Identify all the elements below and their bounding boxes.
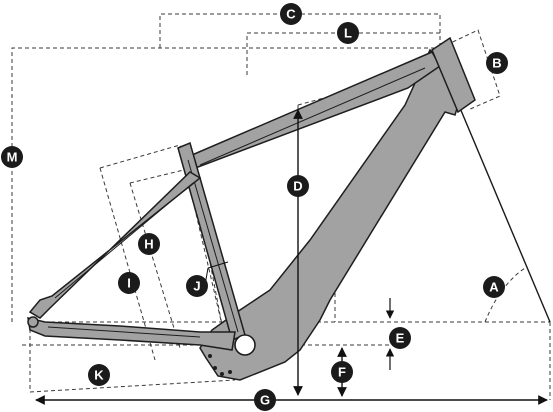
callout-b: B bbox=[486, 52, 508, 74]
svg-text:M: M bbox=[7, 150, 18, 165]
callout-k: K bbox=[88, 364, 110, 386]
callout-i: I bbox=[118, 272, 140, 294]
rear-dropout bbox=[27, 316, 39, 328]
callout-a: A bbox=[483, 276, 505, 298]
svg-text:K: K bbox=[94, 368, 104, 383]
callout-f: F bbox=[331, 361, 353, 383]
svg-text:D: D bbox=[293, 179, 302, 194]
svg-text:L: L bbox=[344, 26, 352, 41]
steering-axis-line bbox=[459, 107, 551, 323]
callout-e: E bbox=[389, 327, 411, 349]
bike-frame bbox=[27, 36, 476, 381]
svg-text:C: C bbox=[286, 7, 296, 22]
seat-stay bbox=[28, 171, 202, 319]
callout-h: H bbox=[138, 233, 160, 255]
svg-text:H: H bbox=[144, 237, 153, 252]
callout-c: C bbox=[280, 3, 302, 25]
callout-d: D bbox=[287, 175, 309, 197]
bottom-bracket bbox=[234, 334, 256, 356]
svg-text:E: E bbox=[396, 331, 405, 346]
svg-text:J: J bbox=[193, 279, 200, 294]
callout-l: L bbox=[337, 22, 359, 44]
svg-text:G: G bbox=[260, 393, 270, 408]
callout-labels: C L B M D H I J A E F K G bbox=[1, 3, 508, 411]
callout-j: J bbox=[186, 275, 208, 297]
chain-stay bbox=[27, 317, 236, 351]
callout-g: G bbox=[254, 389, 276, 411]
svg-text:F: F bbox=[338, 365, 346, 380]
callout-m: M bbox=[1, 146, 23, 168]
svg-text:I: I bbox=[127, 276, 131, 291]
down-tube bbox=[199, 48, 463, 381]
svg-text:A: A bbox=[489, 280, 499, 295]
svg-text:B: B bbox=[492, 56, 501, 71]
head-tube bbox=[431, 36, 476, 114]
